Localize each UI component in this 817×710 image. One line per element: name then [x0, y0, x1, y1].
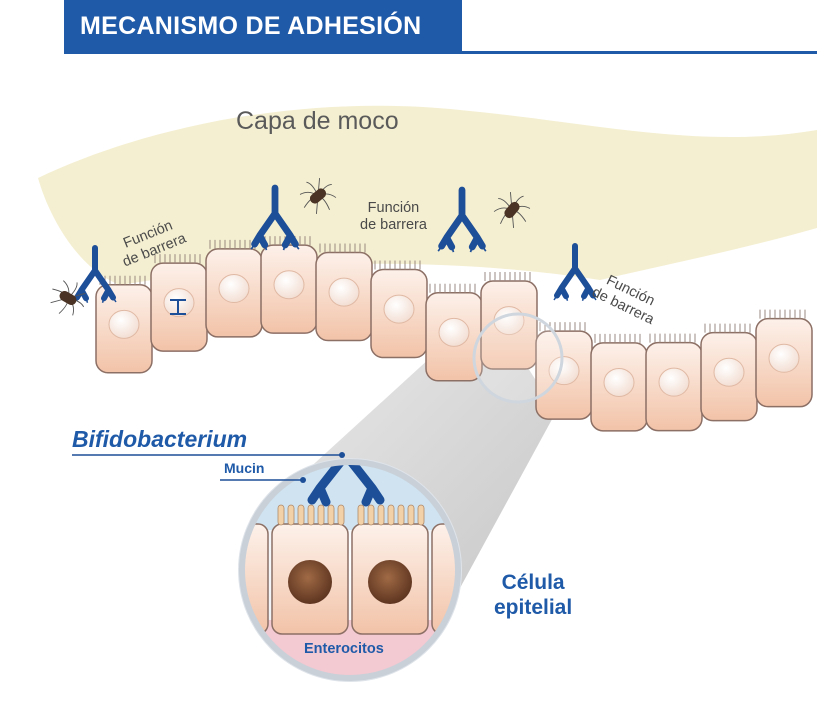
cell-nucleus: [273, 270, 305, 300]
microvillus: [297, 504, 305, 526]
microvilli: [649, 333, 696, 343]
microvilli: [154, 254, 201, 264]
microvilli: [484, 272, 531, 282]
enterocyte-cell: [755, 309, 813, 408]
enterocyte-cell: [205, 239, 263, 338]
cell-nucleus: [438, 317, 470, 347]
enterocyte-cell: [351, 504, 429, 635]
microvilli: [209, 239, 256, 249]
enterocyte-cell: [645, 333, 703, 432]
microvilli: [704, 323, 751, 333]
cell-nucleus: [368, 560, 412, 604]
cell-nucleus: [383, 294, 415, 324]
y-shaped-mucin-icon: [250, 184, 300, 251]
cell-nucleus: [288, 560, 332, 604]
microvilli: [429, 283, 476, 293]
microvillus: [277, 504, 285, 526]
cell-nucleus: [108, 309, 140, 339]
cell-nucleus: [328, 277, 360, 307]
mucin-pointer-dot: [300, 477, 306, 483]
microvillus: [337, 504, 345, 526]
bacteria-group: [50, 178, 531, 316]
flagellated-bacterium-icon: [299, 178, 337, 214]
epithelial-cell-label: Célula epitelial: [494, 570, 572, 620]
enterocyte-cell: [370, 260, 428, 359]
cell-nucleus: [658, 367, 690, 397]
title-bar: [64, 0, 462, 54]
bifidobacterium-label: Bifidobacterium: [72, 426, 248, 452]
enterocyte-cell: [425, 283, 483, 382]
microvilli: [319, 243, 366, 253]
barrier-label-2: Función de barrera: [360, 200, 427, 234]
barrier-label-2-line-1: Función: [367, 200, 420, 216]
cell-nucleus: [768, 343, 800, 373]
microvilli: [374, 260, 421, 270]
receptor-icon: [170, 299, 186, 315]
microvillus: [317, 504, 325, 526]
lens-focus-circle: [472, 312, 564, 404]
microvillus: [407, 504, 415, 526]
flagellated-bacterium-icon: [50, 280, 86, 316]
epithelial-cell-label-line-1: Célula: [501, 571, 565, 594]
mucus-layer: [38, 105, 817, 285]
microvillus: [357, 504, 365, 526]
microvillus: [307, 504, 315, 526]
microvillus: [417, 504, 425, 526]
cell-nucleus: [603, 367, 635, 397]
enterocyte-cell: [95, 275, 153, 374]
enterocyte-cell: [700, 323, 758, 422]
enterocyte-cell: [590, 333, 648, 432]
microvillus: [287, 504, 295, 526]
flagellated-bacterium-icon: [493, 192, 531, 228]
enterocyte-cell: [260, 236, 318, 334]
enterocytes-label: Enterocitos: [304, 641, 384, 657]
barrier-label-2-line-2: de barrera: [360, 217, 427, 233]
enterocyte-cell: [315, 243, 373, 342]
microvilli: [594, 333, 641, 343]
mucin-label: Mucin: [224, 460, 265, 476]
title-rule: [462, 51, 817, 54]
y-shaped-mucin-icon: [307, 462, 385, 507]
microvillus: [387, 504, 395, 526]
epithelial-cell-label-line-2: epitelial: [494, 596, 573, 619]
microvillus: [367, 504, 375, 526]
y-shaped-mucin-icon: [553, 243, 597, 301]
bifido-pointer-dot: [339, 452, 345, 458]
cell-nucleus: [713, 357, 745, 387]
microvillus: [327, 504, 335, 526]
mucus-layer-label: Capa de moco: [236, 107, 399, 135]
cell-nucleus: [218, 274, 250, 304]
enterocyte-cell: [271, 504, 349, 635]
microvillus: [397, 504, 405, 526]
microvillus: [377, 504, 385, 526]
y-shaped-mucin-icon: [437, 186, 487, 253]
page-title: MECANISMO DE ADHESIÓN: [80, 12, 422, 40]
microvilli: [759, 309, 806, 319]
epithelial-band: [95, 236, 813, 432]
